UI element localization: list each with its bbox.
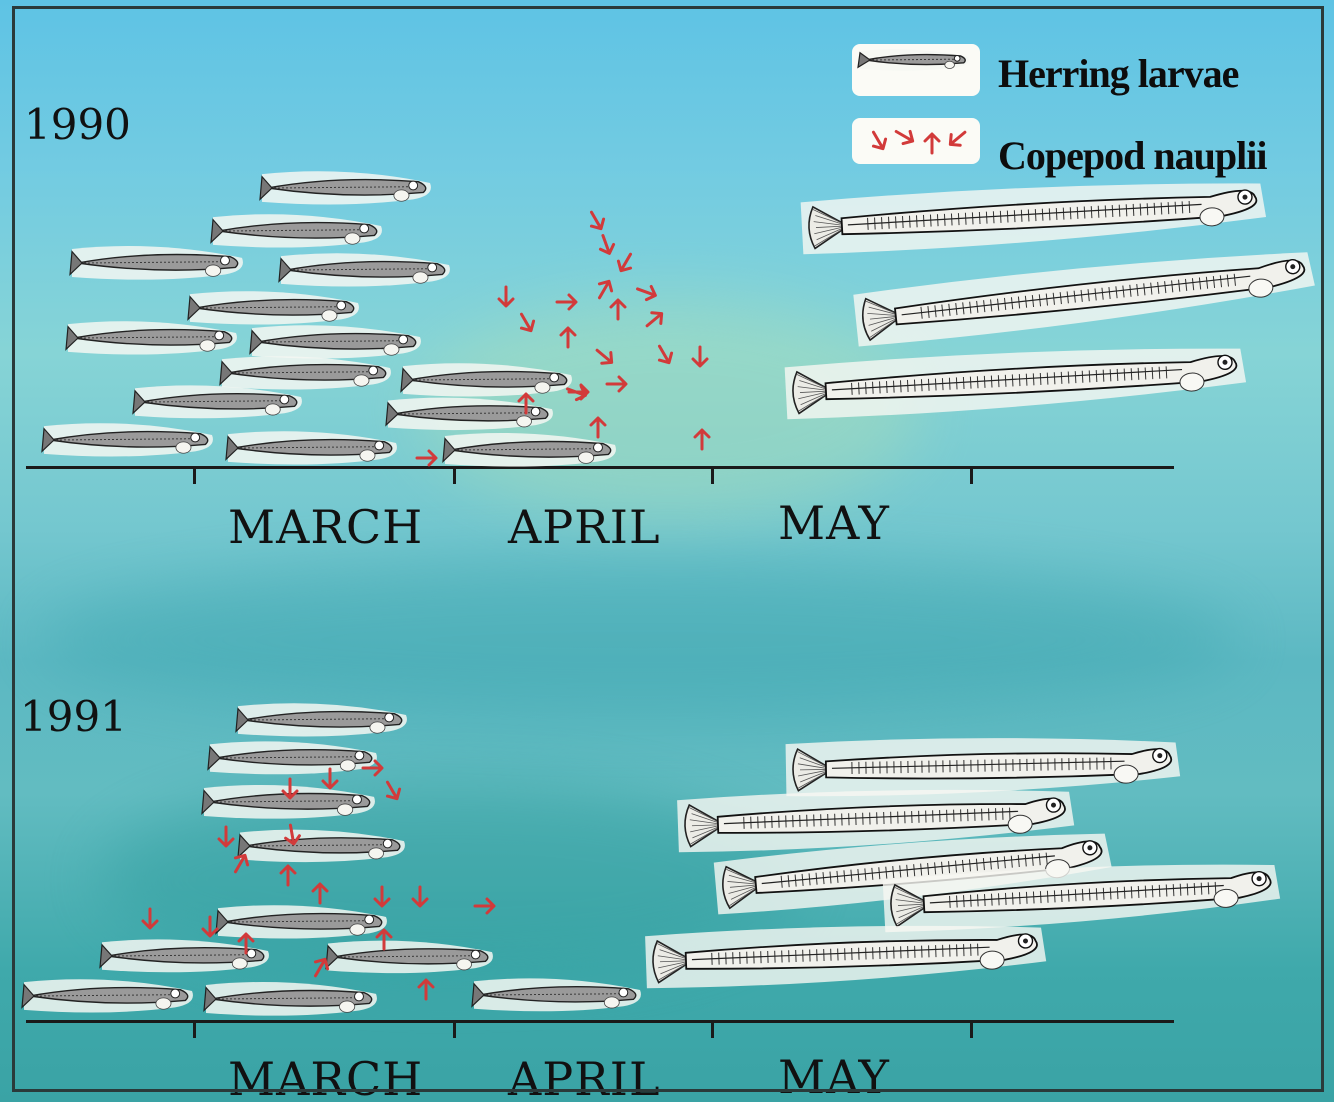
copepod-nauplius: [203, 917, 217, 936]
copepod-nauplius: [281, 866, 295, 885]
copepod-nauplius: [219, 827, 233, 846]
legend-nauplius-icon: [893, 125, 916, 147]
copepod-nauplius: [475, 899, 494, 913]
copepod-nauplius: [643, 308, 667, 331]
herring-larva-small: [216, 905, 387, 938]
copepod-nauplius: [653, 343, 675, 366]
herring-larva-small: [204, 982, 377, 1016]
legend-larva-icon: [858, 49, 969, 70]
herring-larva-small: [401, 363, 572, 396]
copepod-nauplius: [593, 278, 615, 301]
copepod-nauplius: [695, 430, 709, 449]
copepod-nauplius: [635, 282, 658, 302]
herring-larva-small: [22, 979, 193, 1012]
legend-nauplius-icon: [867, 129, 889, 152]
herring-larva-small: [220, 356, 391, 389]
herring-larva-small: [66, 321, 237, 354]
herring-larva-small: [279, 253, 450, 286]
herring-larva-small: [472, 978, 641, 1011]
copepod-nauplius: [561, 328, 575, 347]
copepod-nauplius: [607, 377, 626, 391]
copepod-nauplius: [419, 980, 433, 999]
legend-nauplius-icon: [946, 127, 970, 150]
copepod-nauplius: [413, 887, 427, 906]
herring-larva-large: [645, 919, 1047, 989]
herring-larva-large: [853, 244, 1316, 348]
copepod-nauplius: [499, 287, 513, 306]
herring-larva-small: [211, 214, 382, 247]
herring-larva-small: [208, 741, 377, 774]
herring-larva-small: [443, 433, 616, 467]
herring-larva-small: [42, 423, 213, 456]
copepod-nauplius: [375, 887, 389, 906]
copepod-nauplius: [615, 251, 637, 274]
copepod-nauplius: [417, 451, 436, 465]
herring-larva-small: [260, 171, 431, 204]
herring-larva-small: [238, 830, 405, 862]
copepod-nauplius: [143, 909, 157, 928]
herring-larva-small: [202, 785, 375, 819]
copepod-nauplius: [591, 418, 605, 437]
herring-larva-large: [800, 175, 1266, 255]
herring-larva-small: [250, 325, 421, 358]
copepod-nauplius: [585, 209, 607, 232]
herring-larva-small: [133, 385, 302, 418]
copepod-nauplius: [313, 884, 327, 903]
herring-larva-small: [236, 703, 407, 736]
herring-larva-large: [784, 340, 1246, 420]
herring-larva-small: [386, 398, 553, 430]
herring-larva-small: [100, 939, 269, 972]
herring-larva-large: [785, 734, 1180, 797]
copepod-nauplius: [515, 311, 537, 334]
copepod-nauplius: [693, 347, 707, 366]
copepod-nauplius: [593, 345, 617, 368]
herring-larva-small: [188, 291, 359, 324]
legend-nauplius-icon: [925, 134, 939, 153]
herring-larva-small: [70, 246, 243, 280]
copepod-nauplius: [557, 295, 576, 309]
herring-larva-small: [326, 941, 493, 973]
copepod-nauplius: [611, 300, 625, 319]
herring-larva-small: [226, 431, 397, 464]
copepod-nauplius: [381, 779, 403, 802]
copepod-nauplius: [596, 233, 616, 256]
